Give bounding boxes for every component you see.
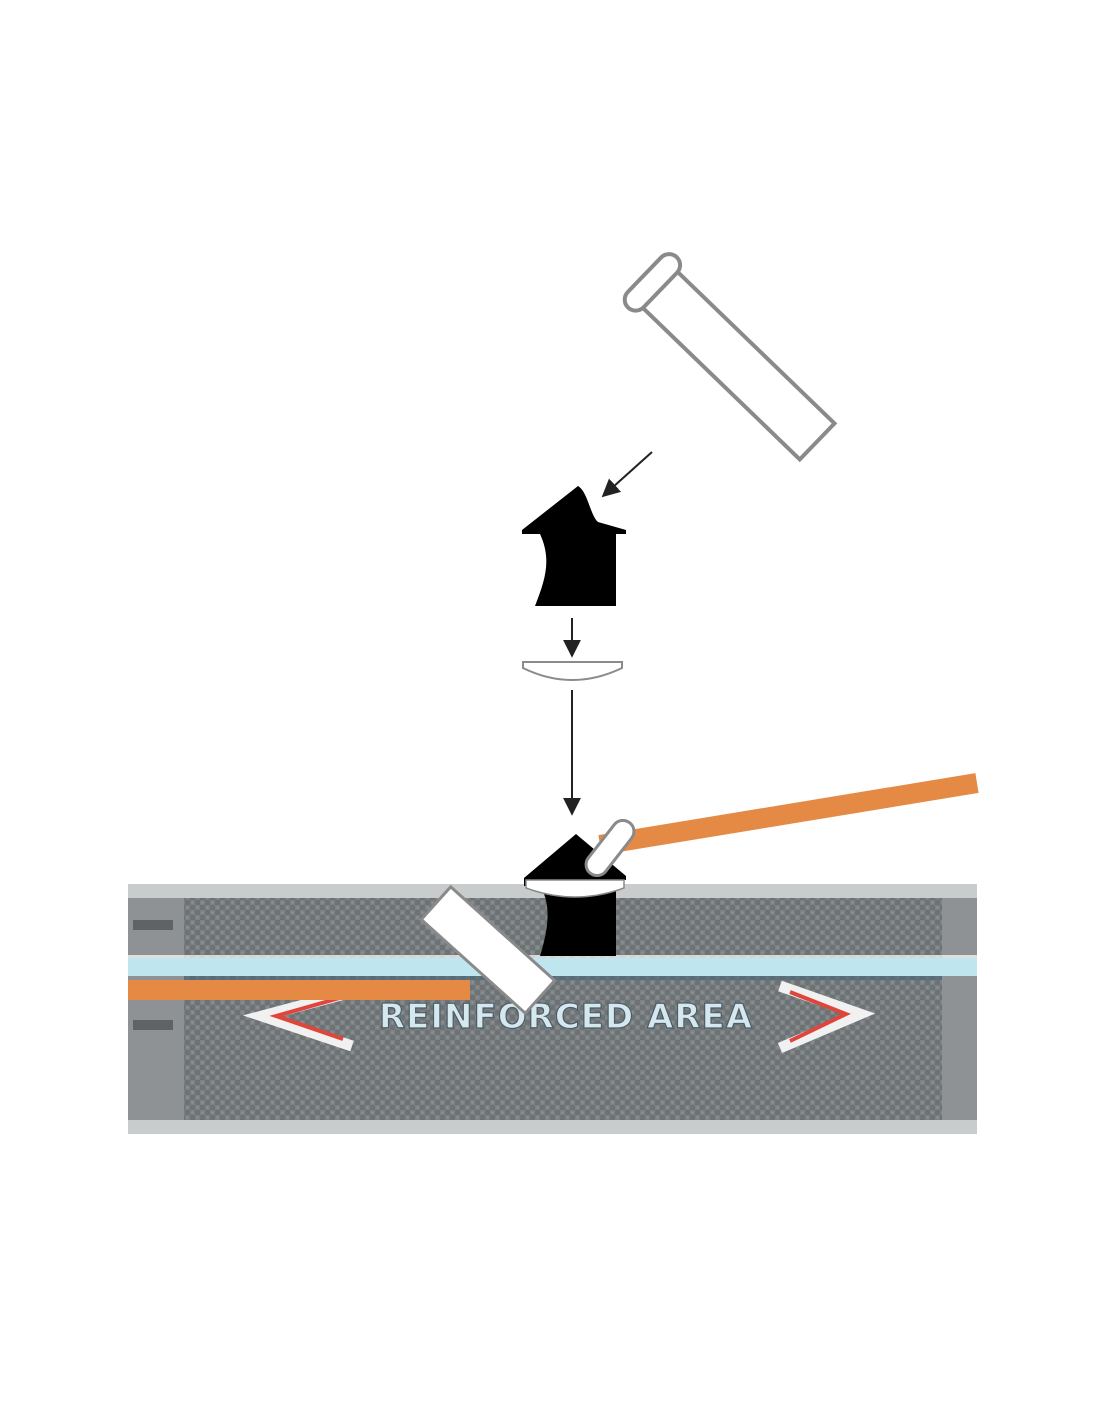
pin-icon bbox=[622, 252, 838, 463]
assembled-unit bbox=[419, 818, 636, 1016]
insert-icon bbox=[522, 486, 626, 606]
arrow-pin-to-insert bbox=[601, 451, 653, 498]
tube-stripe bbox=[128, 958, 977, 976]
washer-icon bbox=[522, 661, 623, 681]
line-cord bbox=[128, 773, 979, 1000]
assembled-pin-cap bbox=[584, 818, 636, 878]
chevron-right-icon bbox=[777, 980, 876, 1054]
tube-banner-text: REINFORCED AREA bbox=[379, 997, 753, 1037]
assembled-pin-body bbox=[419, 884, 557, 1016]
assembled-washer bbox=[525, 879, 625, 898]
line-segment-upper bbox=[598, 773, 979, 855]
